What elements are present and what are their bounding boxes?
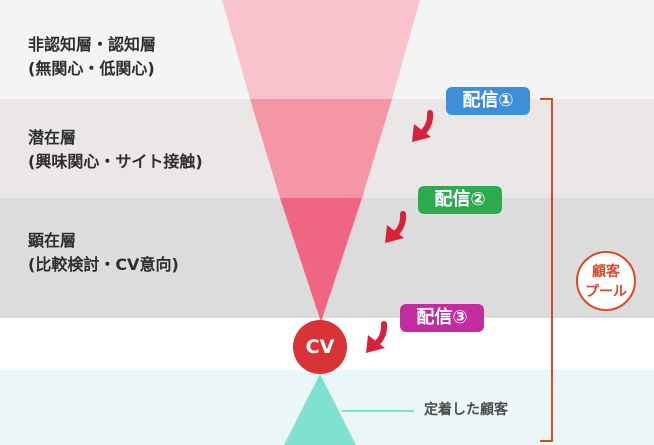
latent-layer-title: 潜在層 [28,128,77,147]
funnel-top-segment [222,0,420,99]
funnel-bottom-segment [280,198,362,322]
awareness-layer-subtitle: (無関心・低関心) [28,59,155,78]
customer-pool-line1: 顧客 [592,264,620,280]
arrow-2-icon [385,211,407,243]
customer-pool-line2: プール [585,284,627,300]
manifest-layer-subtitle: (比較検討・CV意向) [28,255,179,274]
manifest-layer-title: 顕在層 [28,231,77,250]
latent-layer-subtitle: (興味関心・サイト接触) [28,152,203,171]
manifest-layer-label: 顕在層 (比較検討・CV意向) [28,229,179,277]
arrow-1-icon [412,110,434,142]
delivery-badge-2: 配信② [418,186,502,214]
delivery-badge-3: 配信③ [400,304,484,332]
latent-layer-label: 潜在層 (興味関心・サイト接触) [28,126,203,174]
funnel-middle-segment [250,99,392,198]
retained-triangle [284,374,356,445]
delivery-badge-1: 配信① [446,87,530,115]
retained-customers-label: 定着した顧客 [424,402,508,418]
customer-pool-bracket [540,98,553,442]
awareness-layer-label: 非認知層・認知層 (無関心・低関心) [28,33,156,81]
arrow-3-icon [366,321,388,353]
cv-circle: CV [293,320,347,374]
customer-pool-circle: 顧客 プール [576,251,636,311]
awareness-layer-title: 非認知層・認知層 [28,35,157,54]
